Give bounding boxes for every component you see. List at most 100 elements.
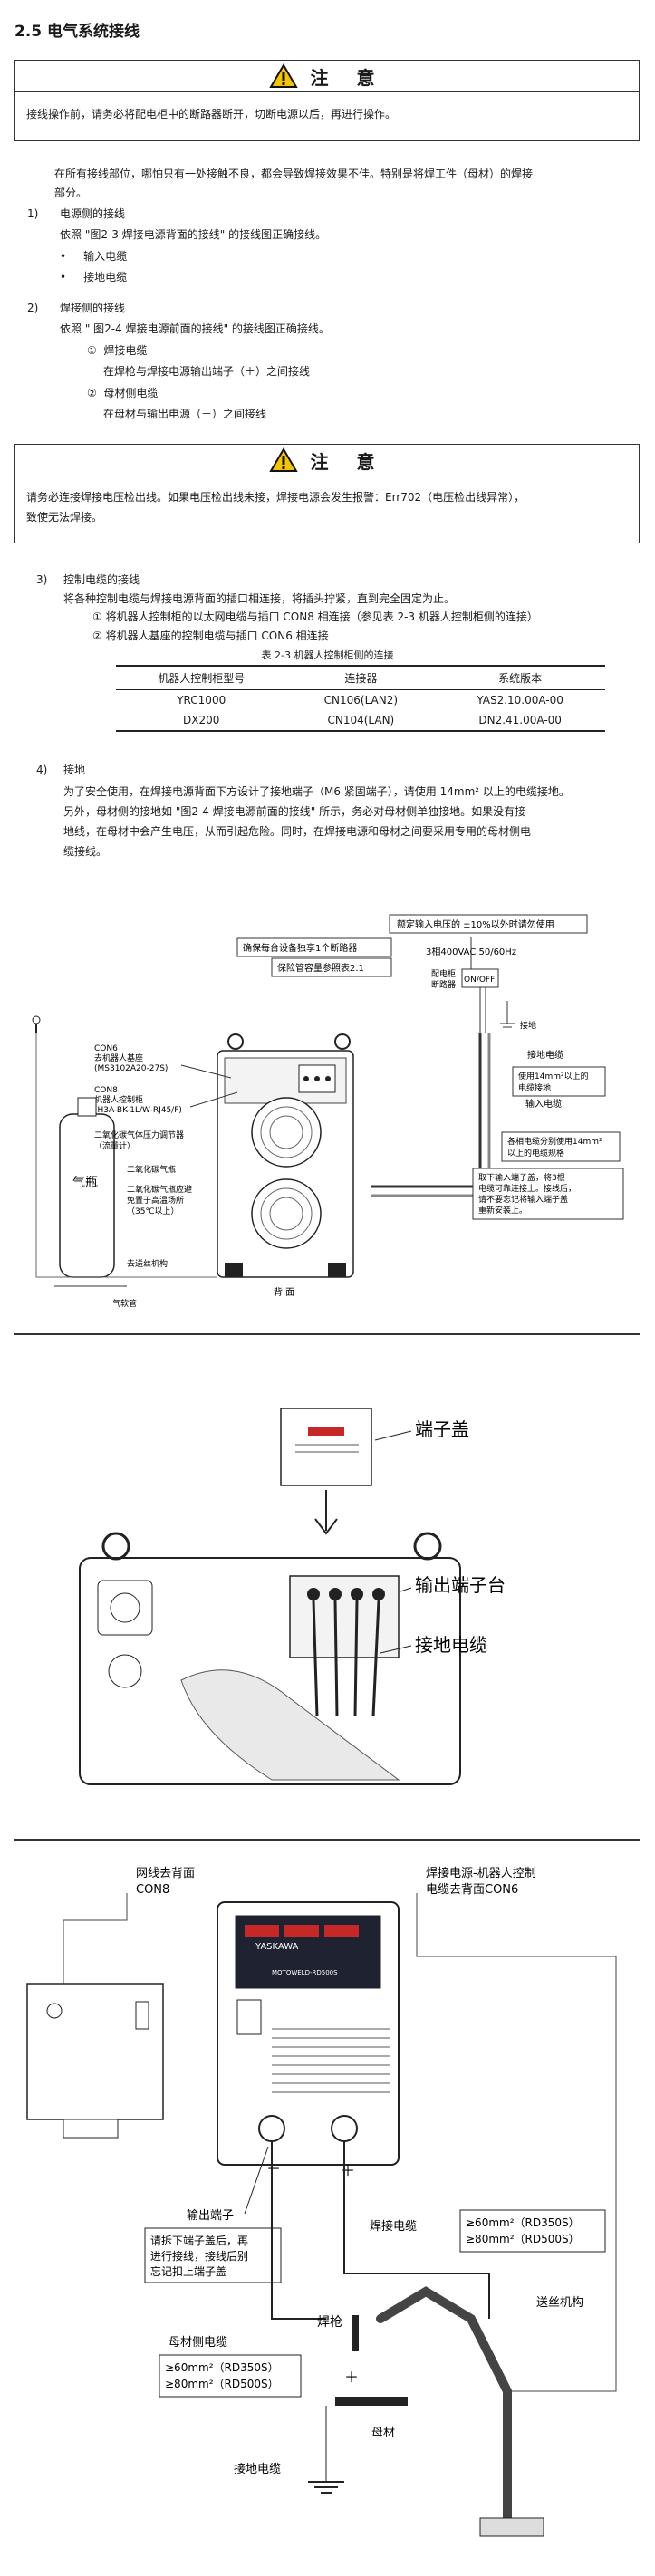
label: 额定输入电压的 ±10%以外时请勿使用: [397, 918, 554, 930]
table-header: 连接器: [344, 672, 378, 685]
label: 输出端子台: [415, 1574, 506, 1596]
list-item: ① 焊接电缆: [87, 344, 148, 357]
label: 输入电缆: [525, 1098, 562, 1110]
label: 请不要忘记将输入端子盖: [478, 1194, 568, 1205]
label: 接地电缆: [415, 1634, 487, 1656]
table-cell: YRC1000: [177, 694, 226, 706]
label: 接地电缆: [234, 2462, 281, 2476]
label: 免置于高温场所: [127, 1195, 184, 1206]
caution-title: 注 意: [310, 66, 386, 89]
terminal-diagram: 端子盖 输出端子台 接地电缆: [79, 1408, 506, 1785]
label: 二氧化碳气瓶: [127, 1164, 176, 1175]
caution-header: 注 意: [15, 445, 639, 476]
list-item: ② 将机器人基座的控制电缆与插口 CON6 相连接: [92, 630, 329, 642]
label: 端子盖: [415, 1418, 469, 1440]
label: 重新安装上。: [478, 1205, 527, 1216]
label: ≥60mm²（RD350S）: [466, 2216, 580, 2229]
front-wiring-diagram: 网线去背面 CON8 焊接电源-机器人控制 电缆去背面CON6 YASKAWA …: [26, 1866, 617, 2537]
label: 气瓶: [72, 1176, 98, 1190]
label: 接地: [520, 1020, 536, 1031]
warning-icon: [268, 447, 298, 472]
label: 输出端子: [187, 2208, 234, 2223]
intro-line-2: 部分。: [54, 187, 88, 199]
label: 以上的电缆规格: [507, 1148, 564, 1158]
label: 电缆去背面CON6: [426, 1882, 518, 1897]
caution-text-line: 请务必连接焊接电压检出线。如果电压检出线未接，焊接电源会发生报警：Err702（…: [26, 491, 525, 504]
label: ≥60mm²（RD350S）: [165, 2361, 279, 2374]
table-caption: 表 2-3 机器人控制柜侧的连接: [261, 649, 394, 661]
table-header: 机器人控制柜型号: [158, 672, 246, 685]
label: 送丝机构: [536, 2296, 583, 2310]
intro-line-1: 在所有接线部位，哪怕只有一处接触不良，都会导致焊接效果不佳。特别是将焊工件（母材…: [54, 168, 534, 180]
section-4-number: 4): [36, 764, 48, 776]
section-4-text: 缆接线。: [63, 845, 108, 858]
label: －: [266, 2160, 281, 2177]
divider: [14, 1333, 640, 1335]
table-cell: DN2.41.00A-00: [478, 714, 562, 726]
label: 电缆可靠连接上。接线后，: [478, 1183, 576, 1194]
caution-text: 接线操作前，请务必将配电柜中的断路器断开，切断电源以后，再进行操作。: [26, 108, 397, 120]
section-1-desc: 依照 "图2-3 焊接电源背面的接线" 的接线图正确接线。: [60, 228, 327, 241]
label: 机器人控制柜: [94, 1094, 143, 1105]
section-3-title: 控制电缆的接线: [63, 573, 140, 586]
list-item: • 接地电缆: [60, 271, 128, 284]
label: 电缆接地: [518, 1082, 551, 1093]
label: 请拆下端子盖后，再: [150, 2234, 248, 2247]
label: CON6: [94, 1044, 118, 1053]
list-item: • 输入电缆: [60, 250, 128, 263]
section-4-text: 另外，母材侧的接地如 "图2-4 焊接电源前面的接线" 所示，务必对母材侧单独接…: [63, 805, 526, 818]
label: ≥80mm²（RD500S）: [165, 2378, 279, 2390]
label: 母材侧电缆: [169, 2335, 227, 2350]
label: 母材: [371, 2427, 395, 2440]
label: 二氧化碳气体压力调节器: [94, 1129, 184, 1140]
label: 使用14mm²以上的: [518, 1071, 589, 1081]
label: 焊接电缆: [370, 2219, 417, 2234]
table-cell: CN106(LAN2): [323, 694, 399, 706]
warning-icon: [268, 63, 298, 88]
label: 断路器: [431, 979, 456, 990]
caution-title: 注 意: [310, 450, 386, 473]
table-row: YRC1000 CN106(LAN2) YAS2.10.00A-00: [116, 690, 605, 711]
label: （35℃以上）: [127, 1206, 179, 1216]
section-4-text: 为了安全使用，在焊接电源背面下方设计了接地端子（M6 紧固端子），请使用 14m…: [63, 785, 570, 798]
label: 背 面: [274, 1286, 294, 1298]
label: ≥80mm²（RD500S）: [466, 2233, 580, 2245]
label: （流量计）: [94, 1140, 135, 1151]
list-item: ① 将机器人控制柜的以太网电缆与插口 CON8 相连接（参见表 2-3 机器人控…: [92, 610, 538, 623]
list-item-sub: 在焊枪与焊接电源输出端子（＋）之间接线: [103, 365, 311, 378]
label: 保险管容量参照表2.1: [277, 962, 364, 974]
label: 二氧化碳气瓶应避: [127, 1184, 192, 1195]
section-1-number: 1): [27, 207, 39, 220]
table-cell: CN104(LAN): [327, 714, 395, 726]
label: 各相电缆分别使用14mm²: [507, 1136, 602, 1147]
list-item: ② 母材侧电缆: [87, 387, 159, 399]
section-4-text: 地线，在母材中会产生电压，从而引起危险。同时，在焊接电源和母材之间要采用专用的母…: [63, 825, 532, 838]
table-cell: DX200: [183, 714, 220, 726]
section-2-title: 焊接侧的接线: [60, 302, 126, 314]
table-header: 系统版本: [498, 672, 543, 685]
label: 气软管: [112, 1298, 137, 1309]
label: 取下输入端子盖，将3根: [478, 1172, 565, 1183]
caution-box: 注 意 请务必连接焊接电压检出线。如果电压检出线未接，焊接电源会发生报警：Err…: [14, 444, 640, 543]
label: 确保每台设备独享1个断路器: [243, 942, 357, 954]
divider: [14, 1839, 640, 1841]
back-wiring-diagram: 额定输入电压的 ±10%以外时请勿使用 确保每台设备独享1个断路器 保险管容量参…: [32, 914, 624, 1309]
label: 忘记扣上端子盖: [150, 2264, 226, 2278]
label: CON8: [94, 1086, 118, 1095]
label: 去机器人基座: [94, 1053, 143, 1063]
label: ＋: [341, 2162, 355, 2179]
connection-table: 机器人控制柜型号 连接器 系统版本 YRC1000 CN106(LAN2) YA…: [116, 665, 605, 732]
label: 接地电缆: [527, 1049, 563, 1061]
page-title: 2.5 电气系统接线: [14, 23, 140, 41]
section-1-title: 电源侧的接线: [60, 207, 126, 220]
section-3-number: 3): [36, 573, 48, 586]
label: 焊接电源-机器人控制: [426, 1866, 536, 1880]
label: 配电柜: [431, 968, 456, 979]
label: (H3A-BK-1L/W-RJ45/F): [94, 1106, 182, 1115]
label: 焊枪: [317, 2314, 342, 2330]
table-header-row: 机器人控制柜型号 连接器 系统版本: [116, 666, 605, 690]
label: (MS3102A20-27S): [94, 1064, 168, 1073]
brand-text: YASKAWA: [255, 1942, 299, 1952]
label: 去送丝机构: [127, 1258, 168, 1269]
caution-text-line: 致使无法焊接。: [26, 511, 103, 524]
